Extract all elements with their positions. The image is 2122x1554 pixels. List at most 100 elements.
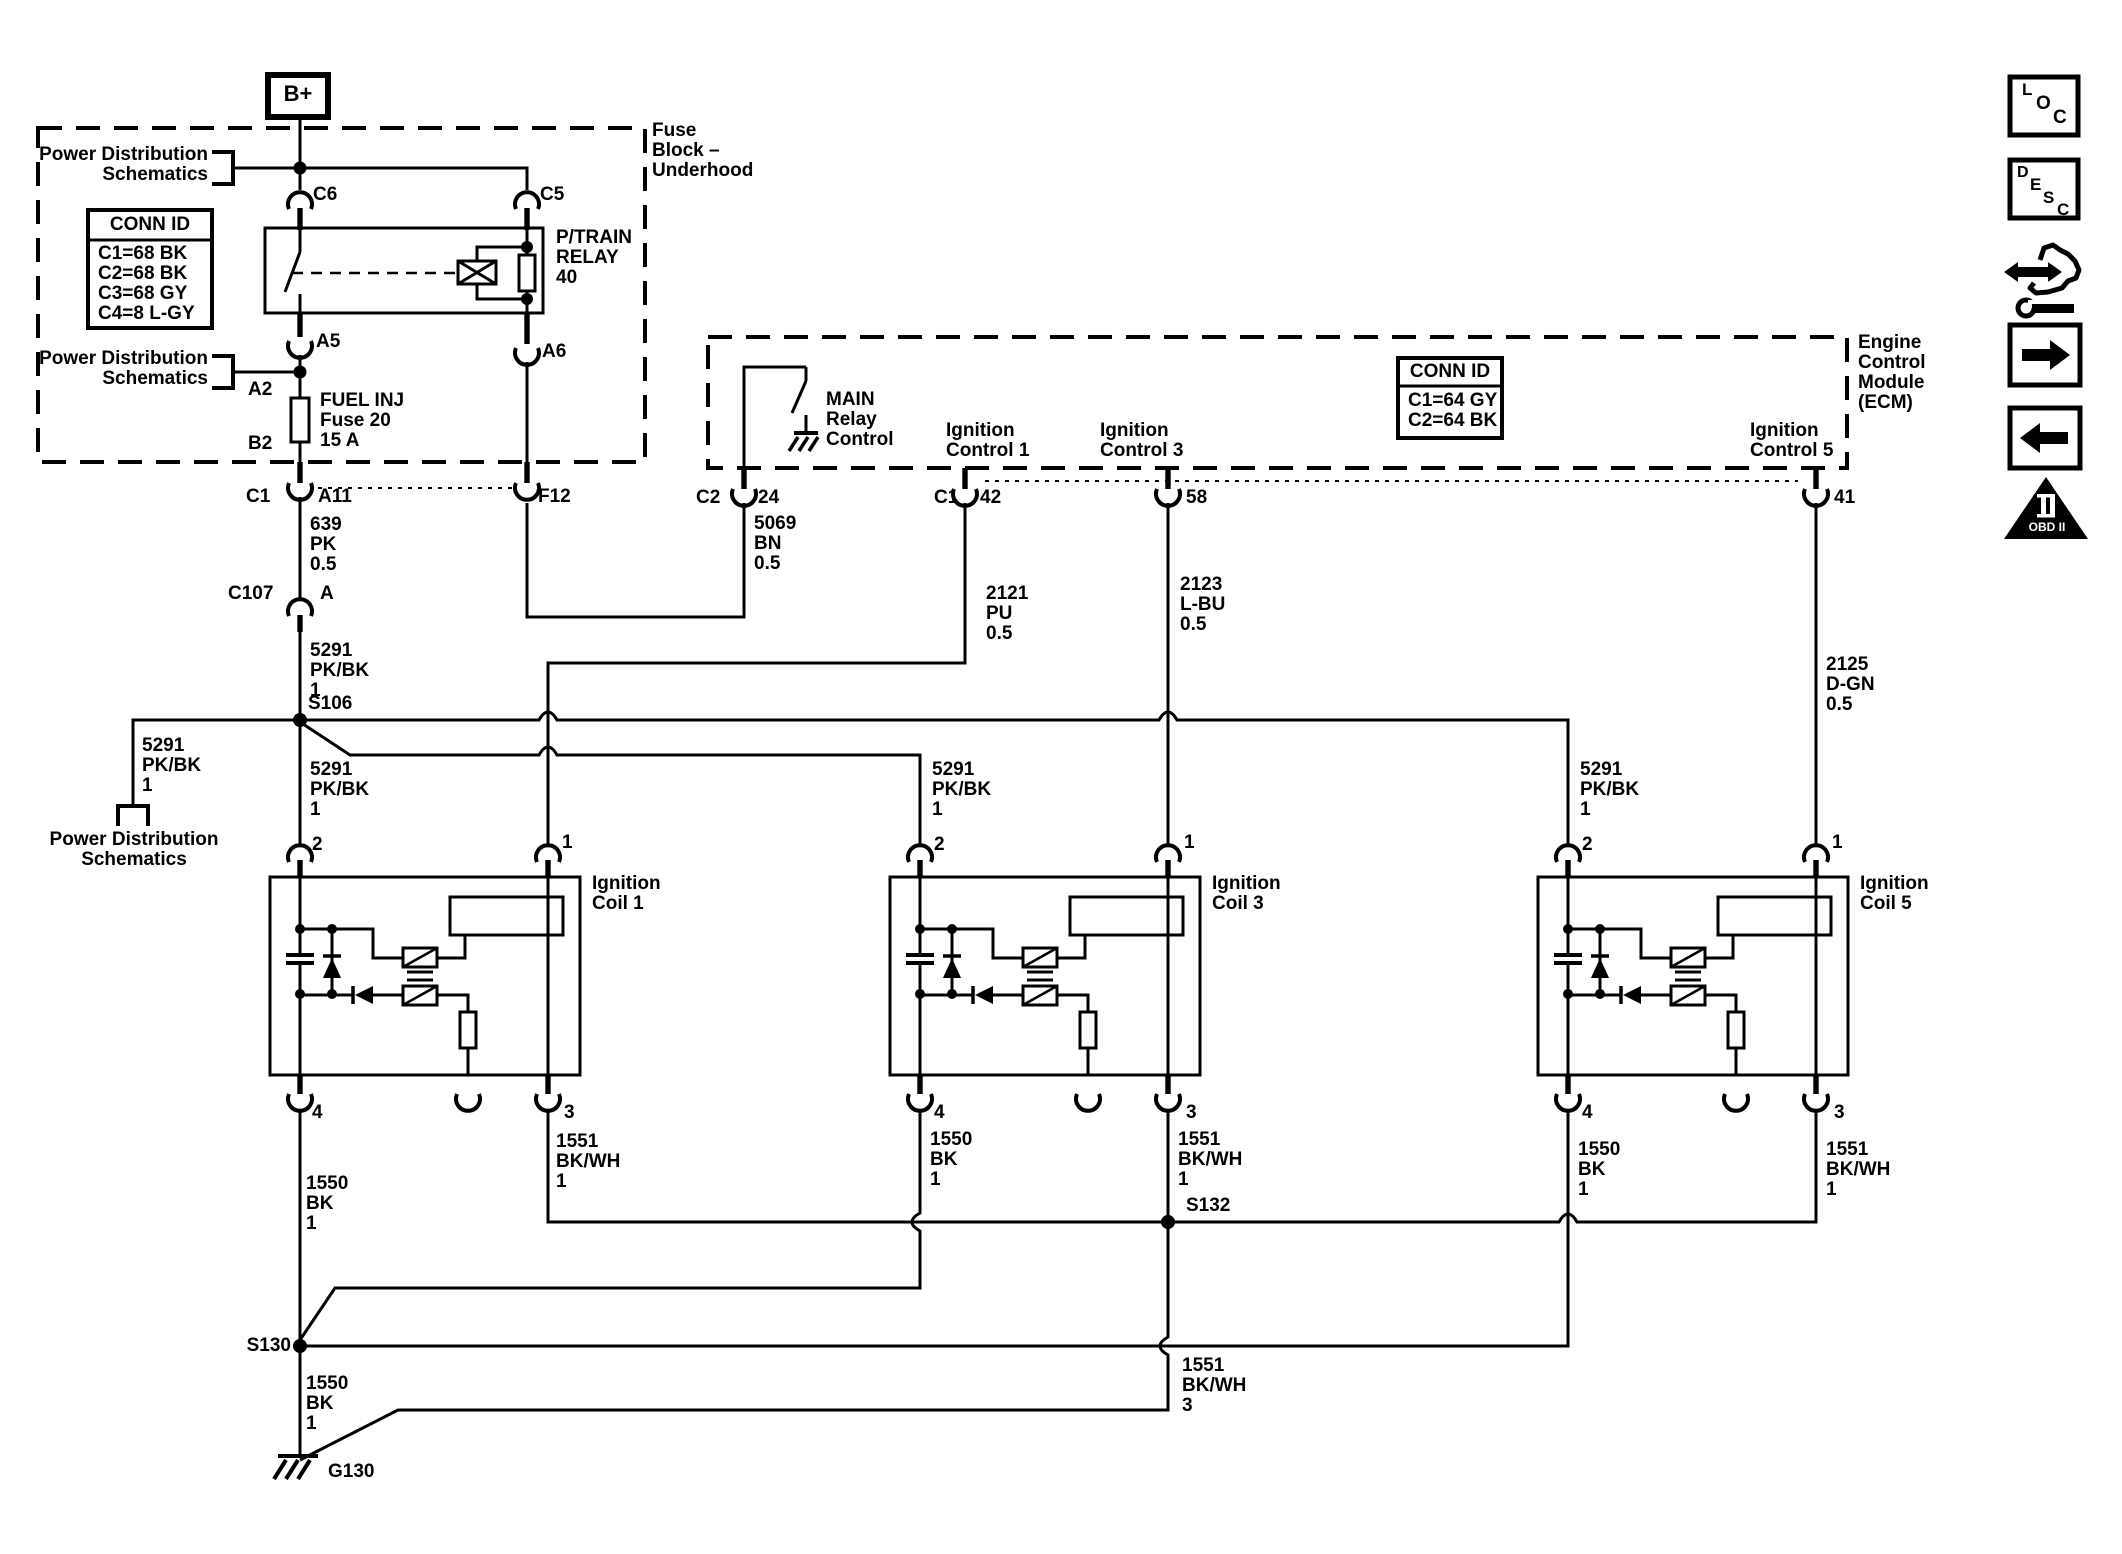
coil1-pin4-label: 4 bbox=[312, 1102, 323, 1123]
ignition-control-1-label: Ignition Control 1 bbox=[946, 420, 1030, 461]
desc-letter-c: C bbox=[2057, 200, 2070, 219]
coil1-ctrlgnd-label: 1551 BK/WH 1 bbox=[556, 1131, 621, 1192]
ecm-pin-41-label: 41 bbox=[1834, 487, 1856, 508]
wire-2123-label: 2123 L-BU 0.5 bbox=[1180, 574, 1226, 635]
coil3-pin2-label: 2 bbox=[934, 834, 945, 855]
ecm-conn-id-box bbox=[1396, 356, 1504, 440]
coil3-gnd-label: 1550 BK 1 bbox=[930, 1129, 973, 1190]
ecm-module bbox=[706, 335, 1849, 508]
coil3-name: Ignition Coil 3 bbox=[1212, 873, 1281, 914]
main-relay-control-driver bbox=[742, 365, 820, 468]
pin-24-connector bbox=[730, 488, 758, 508]
conn-id-box bbox=[86, 208, 214, 330]
b-plus-box bbox=[265, 72, 331, 120]
diagnostic-wrench-icon[interactable] bbox=[2004, 242, 2082, 319]
s130-label: S130 bbox=[246, 1335, 291, 1356]
wire-1550-ground-label: 1550 BK 1 bbox=[306, 1373, 349, 1434]
desc-icon[interactable] bbox=[2007, 157, 2081, 221]
desc-letter-s: S bbox=[2043, 188, 2055, 207]
coil1-name: Ignition Coil 1 bbox=[592, 873, 661, 914]
pin-b2-label: B2 bbox=[248, 433, 273, 454]
fuel-inj-fuse-symbol bbox=[289, 396, 311, 444]
ptrain-relay-label: P/TRAIN RELAY 40 bbox=[556, 227, 632, 288]
pin-a5-label: A5 bbox=[316, 331, 341, 352]
coil5-ctrlgnd-label: 1551 BK/WH 1 bbox=[1826, 1139, 1891, 1200]
ecm-title: Engine Control Module (ECM) bbox=[1858, 332, 1926, 413]
wire-5291-left-label: 5291 PK/BK 1 bbox=[142, 735, 202, 796]
pin-c5-label: C5 bbox=[540, 184, 565, 205]
coil3-pin3-label: 3 bbox=[1186, 1102, 1197, 1123]
coil3-pin1-label: 1 bbox=[1184, 832, 1195, 853]
next-page-icon[interactable] bbox=[2007, 322, 2083, 388]
loc-letter-l: L bbox=[2022, 80, 2033, 99]
wire-5069-label: 5069 BN 0.5 bbox=[754, 513, 797, 574]
coil1-pin1-label: 1 bbox=[562, 832, 573, 853]
desc-letter-e: E bbox=[2030, 175, 2042, 194]
pin-a11-label: A11 bbox=[318, 486, 352, 507]
fuel-inj-fuse-label: FUEL INJ Fuse 20 15 A bbox=[320, 390, 405, 451]
c107-connector bbox=[286, 597, 314, 617]
reference-bracket bbox=[212, 354, 235, 390]
previous-page-icon[interactable] bbox=[2007, 405, 2083, 471]
ignition-coil-5-symbol bbox=[1536, 843, 1850, 1113]
power-dist-mid-label: Power Distribution Schematics bbox=[39, 348, 208, 389]
b-plus-label: B+ bbox=[283, 81, 313, 106]
coil5-gnd-label: 1550 BK 1 bbox=[1578, 1139, 1621, 1200]
coil3-pin4-label: 4 bbox=[934, 1102, 945, 1123]
fuse-block-underhood bbox=[36, 126, 746, 619]
conn-id-header-1: CONN ID bbox=[109, 214, 191, 235]
conn-id-rows-1: C1=68 BK C2=68 BK C3=68 GY C4=8 L-GY bbox=[98, 243, 195, 324]
s106-bus-to-coil5 bbox=[300, 710, 1570, 846]
ignition-control-wires bbox=[546, 503, 1818, 846]
pin-a6-label: A6 bbox=[542, 341, 567, 362]
ignition-control-3-label: Ignition Control 3 bbox=[1100, 420, 1184, 461]
coil5-name: Ignition Coil 5 bbox=[1860, 873, 1929, 914]
loc-icon[interactable] bbox=[2007, 74, 2081, 138]
ignition-coil-3-symbol bbox=[888, 843, 1202, 1113]
coil5-pin1-label: 1 bbox=[1832, 832, 1843, 853]
wire-639-label: 639 PK 0.5 bbox=[310, 514, 342, 575]
ecm-pin-42-label: 42 bbox=[980, 487, 1002, 508]
power-dist-bottom-label: Power Distribution Schematics bbox=[49, 829, 219, 870]
coil5-pin2-label: 2 bbox=[1582, 834, 1593, 855]
coil5-pin3-label: 3 bbox=[1834, 1102, 1845, 1123]
ground-wiring bbox=[272, 1110, 1818, 1481]
wire-1551-to-ground bbox=[299, 1222, 1170, 1462]
junction-dot bbox=[293, 365, 307, 379]
wire-1550-bus bbox=[300, 1110, 1570, 1348]
wire-2121-pu bbox=[546, 503, 967, 846]
g130-label: G130 bbox=[328, 1461, 375, 1482]
ecm-pin-58-label: 58 bbox=[1186, 487, 1208, 508]
s106-label: S106 bbox=[308, 693, 353, 714]
pin-c5-connector bbox=[513, 190, 541, 210]
obd2-label: OBD II bbox=[2028, 520, 2066, 534]
conn-id-header-2: CONN ID bbox=[1409, 361, 1491, 382]
loc-letter-o: O bbox=[2036, 93, 2051, 114]
s132-label: S132 bbox=[1186, 1195, 1231, 1216]
s106-branch-to-coil3 bbox=[299, 720, 922, 846]
coil1-gnd-label: 1550 BK 1 bbox=[306, 1173, 349, 1234]
relay-control-wire bbox=[525, 503, 746, 619]
main-relay-control-label: MAIN Relay Control bbox=[826, 389, 894, 450]
relay-resistor bbox=[517, 253, 537, 293]
reference-bracket-down bbox=[116, 804, 150, 826]
pin-a2-label: A2 bbox=[248, 379, 273, 400]
ecm-pin-24-label: 24 bbox=[758, 487, 780, 508]
ptrain-relay-symbol bbox=[263, 226, 545, 315]
c107-pin-label: A bbox=[320, 583, 334, 604]
coil5-pin4-label: 4 bbox=[1582, 1102, 1593, 1123]
fuse-block-title: Fuse Block – Underhood bbox=[652, 120, 754, 181]
desc-letter-d: D bbox=[2017, 164, 2029, 181]
c107-label: C107 bbox=[228, 583, 274, 604]
ecm-pin-c1-label: C1 bbox=[934, 487, 959, 508]
s106-branch-to-power-dist bbox=[131, 718, 300, 806]
coil1-pin3-label: 3 bbox=[564, 1102, 575, 1123]
pin-c6-label: C6 bbox=[313, 184, 338, 205]
coil5-feed-label: 5291 PK/BK 1 bbox=[1580, 759, 1640, 820]
coil3-feed-label: 5291 PK/BK 1 bbox=[932, 759, 992, 820]
loc-letter-c: C bbox=[2053, 107, 2067, 128]
obd2-icon[interactable] bbox=[2004, 477, 2088, 539]
fuse-block-border bbox=[36, 126, 647, 464]
